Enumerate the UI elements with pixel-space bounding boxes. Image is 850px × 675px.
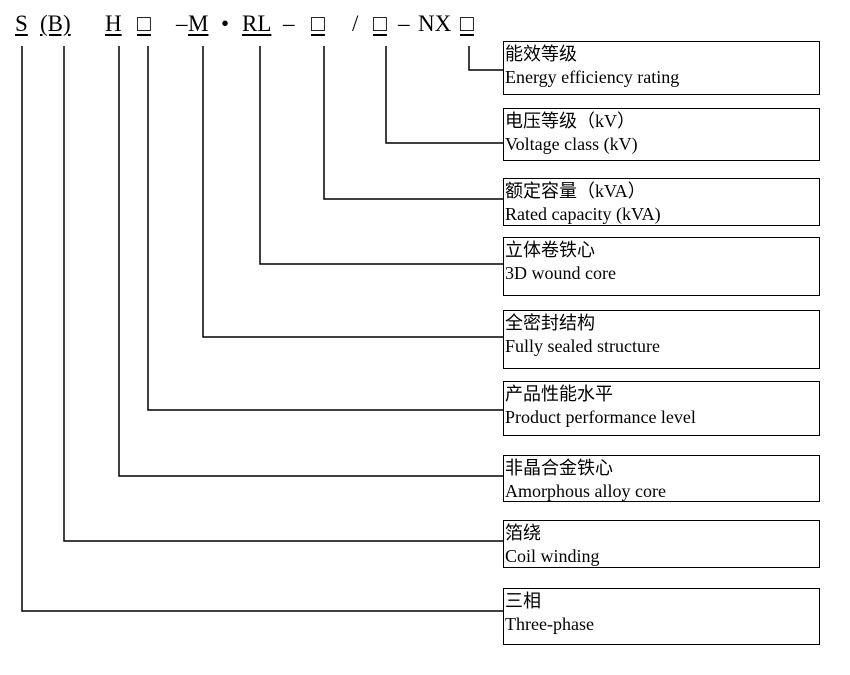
desc-en: Amorphous alloy core <box>505 481 666 501</box>
desc-en: 3D wound core <box>505 263 616 283</box>
code-rl: RL <box>242 11 272 36</box>
desc-cn: 全密封结构 <box>505 313 595 333</box>
code-box-voltage: □ <box>373 11 387 36</box>
code-s: S <box>15 11 28 36</box>
desc-cn: 能效等级 <box>505 44 577 64</box>
desc-fully-sealed: 全密封结构 Fully sealed structure <box>503 310 820 369</box>
code-dash-1: – <box>176 11 188 36</box>
desc-cn: 立体卷铁心 <box>505 240 595 260</box>
desc-voltage-class: 电压等级（kV） Voltage class (kV) <box>503 108 820 161</box>
connector-wound-core <box>259 46 503 265</box>
desc-cn: 非晶合金铁心 <box>505 458 613 478</box>
desc-cn: 电压等级（kV） <box>505 111 635 131</box>
code-nx: NX <box>418 11 452 36</box>
desc-energy-efficiency: 能效等级 Energy efficiency rating <box>503 41 820 95</box>
desc-cn: 箔绕 <box>505 523 541 543</box>
desc-en: Fully sealed structure <box>505 336 660 356</box>
code-slash: / <box>352 11 359 36</box>
desc-three-phase: 三相 Three-phase <box>503 588 820 645</box>
code-box-efficiency: □ <box>460 11 474 36</box>
desc-cn: 额定容量（kVA） <box>505 181 646 201</box>
code-dash-2: – <box>283 11 295 36</box>
desc-cn: 三相 <box>505 591 541 611</box>
desc-en: Voltage class (kV) <box>505 134 638 154</box>
desc-en: Rated capacity (kVA) <box>505 204 661 224</box>
connector-sealed <box>202 46 503 338</box>
desc-coil-winding: 箔绕 Coil winding <box>503 520 820 568</box>
desc-product-performance: 产品性能水平 Product performance level <box>503 381 820 436</box>
desc-en: Product performance level <box>505 407 696 427</box>
connector-three-phase <box>21 46 503 612</box>
code-dash-3: – <box>398 11 410 36</box>
code-h: H <box>105 11 122 36</box>
code-b: (B) <box>40 11 71 36</box>
desc-rated-capacity: 额定容量（kVA） Rated capacity (kVA) <box>503 178 820 226</box>
desc-cn: 产品性能水平 <box>505 384 613 404</box>
code-box-capacity: □ <box>311 11 325 36</box>
connector-amorphous <box>118 46 503 477</box>
connector-efficiency <box>468 46 503 71</box>
desc-en: Energy efficiency rating <box>505 67 680 87</box>
code-m: M <box>188 11 209 36</box>
connector-coil <box>63 46 503 542</box>
desc-amorphous-alloy: 非晶合金铁心 Amorphous alloy core <box>503 455 820 502</box>
code-dot: • <box>221 11 230 36</box>
desc-en: Three-phase <box>505 614 594 634</box>
code-box-performance: □ <box>137 11 151 36</box>
desc-en: Coil winding <box>505 546 600 566</box>
connector-capacity <box>323 46 503 200</box>
connector-performance <box>147 46 503 411</box>
connector-voltage <box>385 46 503 144</box>
desc-3d-wound-core: 立体卷铁心 3D wound core <box>503 237 820 296</box>
